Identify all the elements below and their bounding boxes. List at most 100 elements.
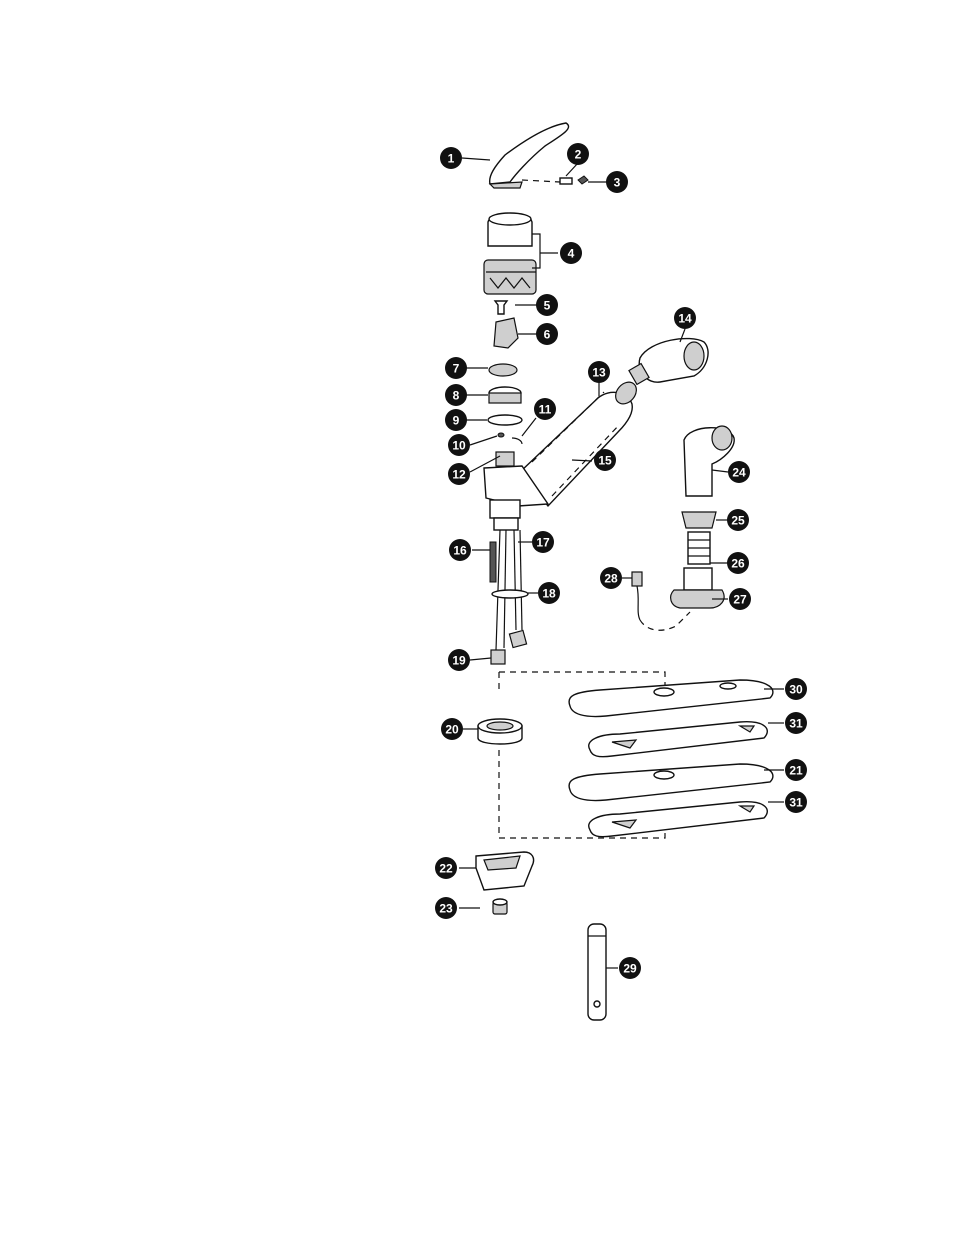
callout-number: 26 [731,557,745,571]
part-lever-handle [488,122,570,189]
part-valve-body [483,451,550,519]
part-lock-nut [492,898,508,915]
callout-number: 27 [733,593,747,607]
deck-hole [653,770,675,780]
callout-11: 11 [534,398,556,420]
part-mounting-bracket [588,721,768,758]
callout-31: 31 [785,712,807,734]
part-spray-nut [681,511,717,529]
part-plug-button [577,175,589,185]
callout-24: 24 [728,461,750,483]
callout-number: 29 [623,962,637,976]
callout-30: 30 [785,678,807,700]
part-extension-rod [587,923,607,1021]
callout-number: 28 [604,572,618,586]
callout-12: 12 [448,463,470,485]
callout-circle [449,539,471,561]
callout-8: 8 [445,384,467,406]
callout-circle [441,718,463,740]
callout-circle [606,171,628,193]
callout-circle [785,759,807,781]
callout-number: 22 [439,862,453,876]
callout-circle [567,143,589,165]
part-small-seal [497,432,505,438]
callout-2: 2 [567,143,589,165]
callout-circle [435,897,457,919]
assembly-line-top [498,671,666,690]
callout-number: 10 [452,439,466,453]
part-set-screw [559,177,573,185]
callout-number: 18 [542,587,556,601]
callout-number: 19 [452,654,466,668]
callout-9: 9 [445,409,467,431]
callout-number: 12 [452,468,466,482]
callout-circle [435,857,457,879]
callout-3: 3 [606,171,628,193]
callout-circle [785,678,807,700]
callout-number: 13 [592,366,606,380]
part-spray-hose-guide [687,531,711,565]
callout-19: 19 [448,649,470,671]
callout-circle [536,294,558,316]
callout-circle [727,509,749,531]
part-cartridge-nut [488,386,522,404]
callout-number: 30 [789,683,803,697]
callout-circle [594,449,616,471]
callout-number: 2 [575,148,582,162]
callout-number: 3 [614,176,621,190]
part-cap-assembly [483,212,537,295]
callout-circle [728,461,750,483]
callout-number: 31 [789,796,803,810]
callout-28: 28 [600,567,622,589]
part-supply-tubes [489,517,529,665]
callout-number: 24 [732,466,746,480]
part-clip [511,437,523,445]
callout-26: 26 [727,552,749,574]
callout-18: 18 [538,582,560,604]
part-side-spray [683,425,735,497]
callout-circle [588,361,610,383]
callout-20: 20 [441,718,463,740]
callout-number: 15 [598,454,612,468]
callout-number: 11 [539,403,552,417]
callout-7: 7 [445,357,467,379]
callout-13: 13 [588,361,610,383]
part-washer [487,414,523,426]
callout-number: 31 [789,717,803,731]
callout-14: 14 [674,307,696,329]
callout-number: 17 [536,536,550,550]
callout-number: 8 [453,389,460,403]
callout-circle [532,531,554,553]
callout-circle [445,409,467,431]
callout-number: 20 [445,723,459,737]
callout-17: 17 [532,531,554,553]
callout-22: 22 [435,857,457,879]
callout-circle [445,357,467,379]
callout-27: 27 [729,588,751,610]
callout-15: 15 [594,449,616,471]
callout-1: 1 [440,147,462,169]
callout-circle [448,463,470,485]
callout-circle [619,957,641,979]
callout-16: 16 [449,539,471,561]
callout-circle [536,323,558,345]
part-hose-coupling [631,571,691,631]
callout-number: 4 [568,247,575,261]
part-spout [519,381,637,508]
part-mounting-bracket-2 [588,801,768,838]
callout-circle [674,307,696,329]
callout-number: 16 [453,544,467,558]
callout-5: 5 [536,294,558,316]
callout-circle [785,791,807,813]
callout-number: 23 [439,902,453,916]
part-deck-plate [568,679,774,718]
callout-circle [538,582,560,604]
part-screw [493,300,509,315]
callout-circle [727,552,749,574]
callout-number: 25 [731,514,745,528]
part-escutcheon-gasket [568,763,774,802]
callout-circle [445,384,467,406]
callout-circle [600,567,622,589]
